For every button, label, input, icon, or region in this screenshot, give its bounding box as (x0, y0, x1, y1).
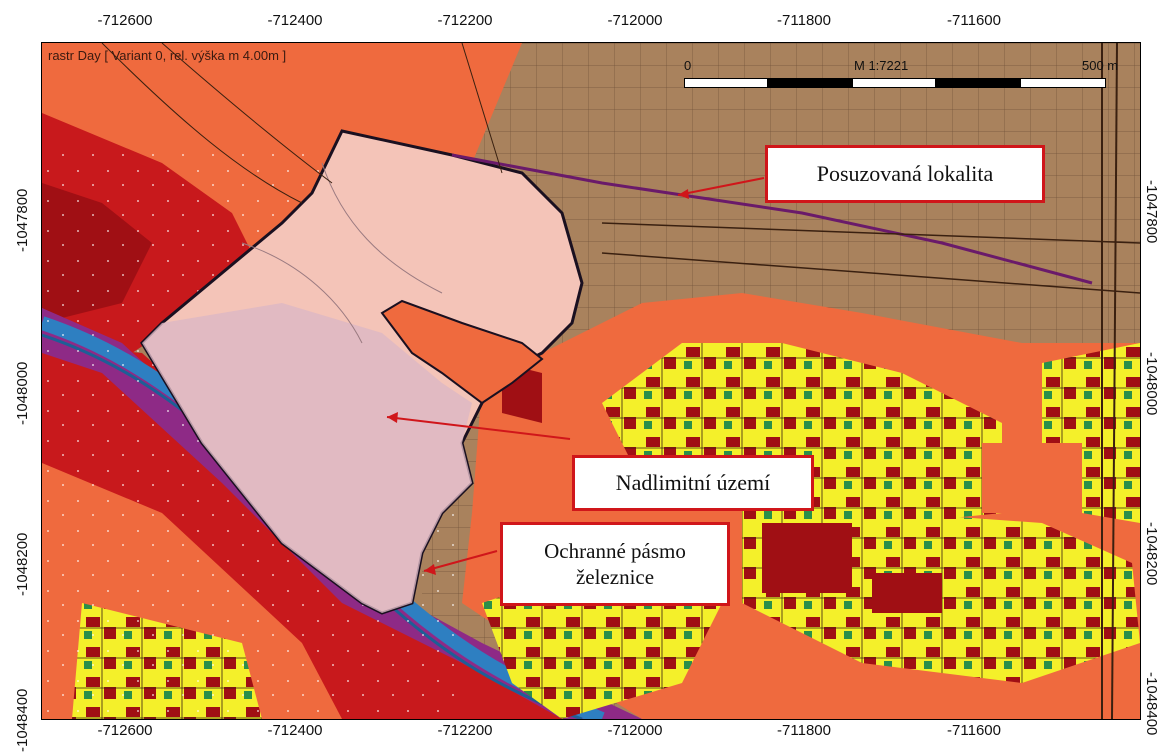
x-tick-label: -712000 (607, 12, 663, 29)
scale-segment (936, 78, 1020, 88)
scale-bar: 0 M 1:7221 500 m (684, 58, 1134, 94)
residential-buildings (602, 343, 1002, 523)
x-tick-label: -712600 (97, 722, 153, 739)
callout-railway-zone-line2: železnice (575, 565, 655, 589)
y-tick-label: -1048400 (1143, 672, 1160, 736)
y-tick-label: -1048200 (14, 532, 31, 596)
x-tick-label: -711600 (947, 12, 1001, 29)
scale-ratio-label: M 1:7221 (854, 58, 909, 73)
x-tick-label: -712200 (437, 12, 493, 29)
callout-railway-zone-line1: Ochranné pásmo (544, 538, 686, 563)
scale-end-label: 500 m (1082, 58, 1119, 73)
y-tick-label: -1047800 (14, 188, 31, 252)
x-tick-label: -712200 (437, 722, 493, 739)
callout-assessed-site-text: Posuzovaná lokalita (816, 161, 994, 187)
x-tick-label: -711800 (777, 722, 831, 739)
x-tick-label: -712400 (267, 12, 323, 29)
y-tick-label: -1048000 (14, 361, 31, 425)
scale-segment (684, 78, 768, 88)
scale-segment (852, 78, 936, 88)
scale-segment (1020, 78, 1106, 88)
callout-assessed-site: Posuzovaná lokalita (765, 145, 1045, 203)
scale-start-label: 0 (684, 58, 692, 73)
y-tick-label: -1047800 (1143, 180, 1160, 244)
site-boundary-line (451, 153, 1093, 285)
callout-over-limit-area-text: Nadlimitní území (615, 470, 771, 496)
noise-map[interactable] (41, 42, 1141, 720)
layer-title: rastr Day [ Variant 0, rel. výška m 4.00… (48, 48, 287, 63)
x-tick-label: -711600 (947, 722, 1001, 739)
y-tick-label: -1048000 (1143, 352, 1160, 416)
y-tick-label: -1048400 (14, 688, 31, 752)
scale-segment (768, 78, 852, 88)
x-tick-label: -712000 (607, 722, 663, 739)
x-tick-label: -712600 (97, 12, 153, 29)
callout-over-limit-area: Nadlimitní území (572, 455, 814, 511)
callout-railway-zone: Ochranné pásmo železnice (500, 522, 730, 606)
y-tick-label: -1048200 (1143, 522, 1160, 586)
x-tick-label: -711800 (777, 12, 831, 29)
x-tick-label: -712400 (267, 722, 323, 739)
